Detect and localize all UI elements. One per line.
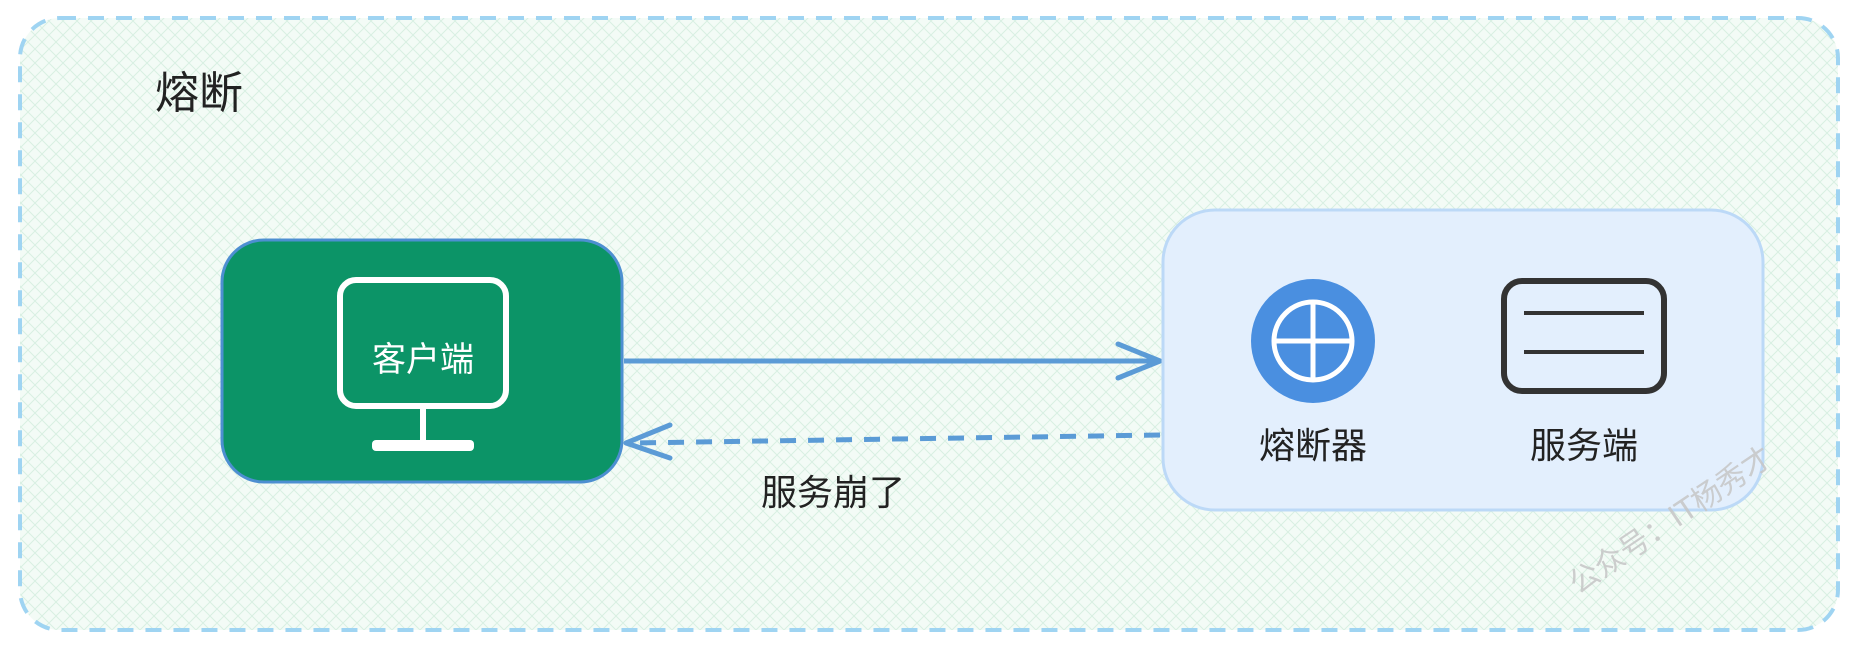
monitor-icon — [337, 277, 509, 451]
server-group: 熔断器 服务端 — [1161, 208, 1765, 512]
client-node: 客户端 — [220, 238, 624, 484]
client-label: 客户端 — [372, 340, 474, 380]
request-arrow — [624, 341, 1163, 381]
failure-label: 服务崩了 — [761, 473, 905, 514]
circle-plus-icon — [1251, 279, 1375, 403]
server-icon — [1501, 278, 1667, 394]
server-label: 服务端 — [1530, 426, 1638, 467]
breaker-label: 熔断器 — [1259, 426, 1367, 467]
diagram-title: 熔断 — [155, 68, 243, 119]
failure-response-arrow — [623, 422, 1161, 461]
